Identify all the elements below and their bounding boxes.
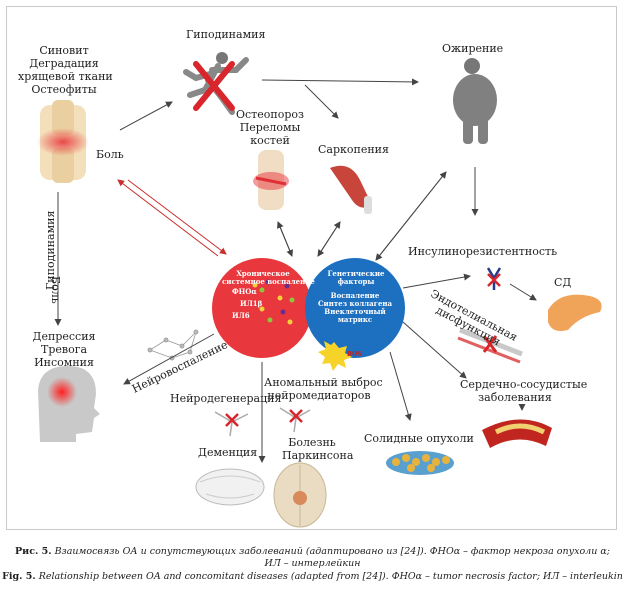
figure-frame xyxy=(6,6,617,530)
parkinson-neuron-image xyxy=(279,407,311,433)
diabetes-label: СД xyxy=(554,276,572,289)
ros-label: ROS xyxy=(347,351,362,358)
pain-label: Боль xyxy=(96,148,124,161)
tumor-cells-image xyxy=(386,451,454,475)
il6-label: ИЛ6 xyxy=(232,311,250,320)
red-arrows xyxy=(117,179,227,257)
brain-parkinson-image xyxy=(273,462,327,528)
head-image xyxy=(38,366,100,442)
knee-image xyxy=(37,100,89,183)
neural-network-image xyxy=(147,329,199,361)
pancreas-image xyxy=(548,294,602,331)
brain-dementia-image xyxy=(195,468,265,506)
endothelial-icon xyxy=(457,327,523,364)
insulin-resistance-label: Инсулинорезистентность xyxy=(408,245,558,258)
sarcopenia-image xyxy=(330,165,372,214)
dementia-label: Деменция xyxy=(198,446,258,459)
osteoporosis-image xyxy=(253,150,289,210)
arrows xyxy=(54,78,537,463)
sarcopenia-label: Саркопения xyxy=(318,143,389,156)
caption-ru-line2: ИЛ – интерлейкин xyxy=(264,558,361,569)
cytokine-dots xyxy=(252,279,295,325)
artery-image xyxy=(482,419,552,448)
obesity-label: Ожирение xyxy=(442,42,504,55)
tnf-label: ФНОα xyxy=(232,287,257,296)
runner-image xyxy=(183,52,249,115)
genetic-circle xyxy=(305,258,405,358)
ros-burst xyxy=(318,341,352,371)
solid-tumors-label: Солидные опухоли xyxy=(364,432,474,445)
il1b-label: ИЛ1β xyxy=(240,299,263,308)
neurodegeneration-label: Нейродегенерация xyxy=(170,392,282,405)
hypodynamia-label: Гиподинамия xyxy=(186,28,266,41)
caption-en: Fig. 5. Relationship between OA and conc… xyxy=(2,571,623,582)
caption-ru: Рис. 5. Взаимосвязь ОА и сопутствующих з… xyxy=(15,546,610,557)
obesity-image xyxy=(453,58,497,144)
neurodegeneration-image xyxy=(214,411,249,437)
left-axis-pain-label: Боль xyxy=(49,276,62,304)
insulin-receptor-icon xyxy=(486,267,502,290)
